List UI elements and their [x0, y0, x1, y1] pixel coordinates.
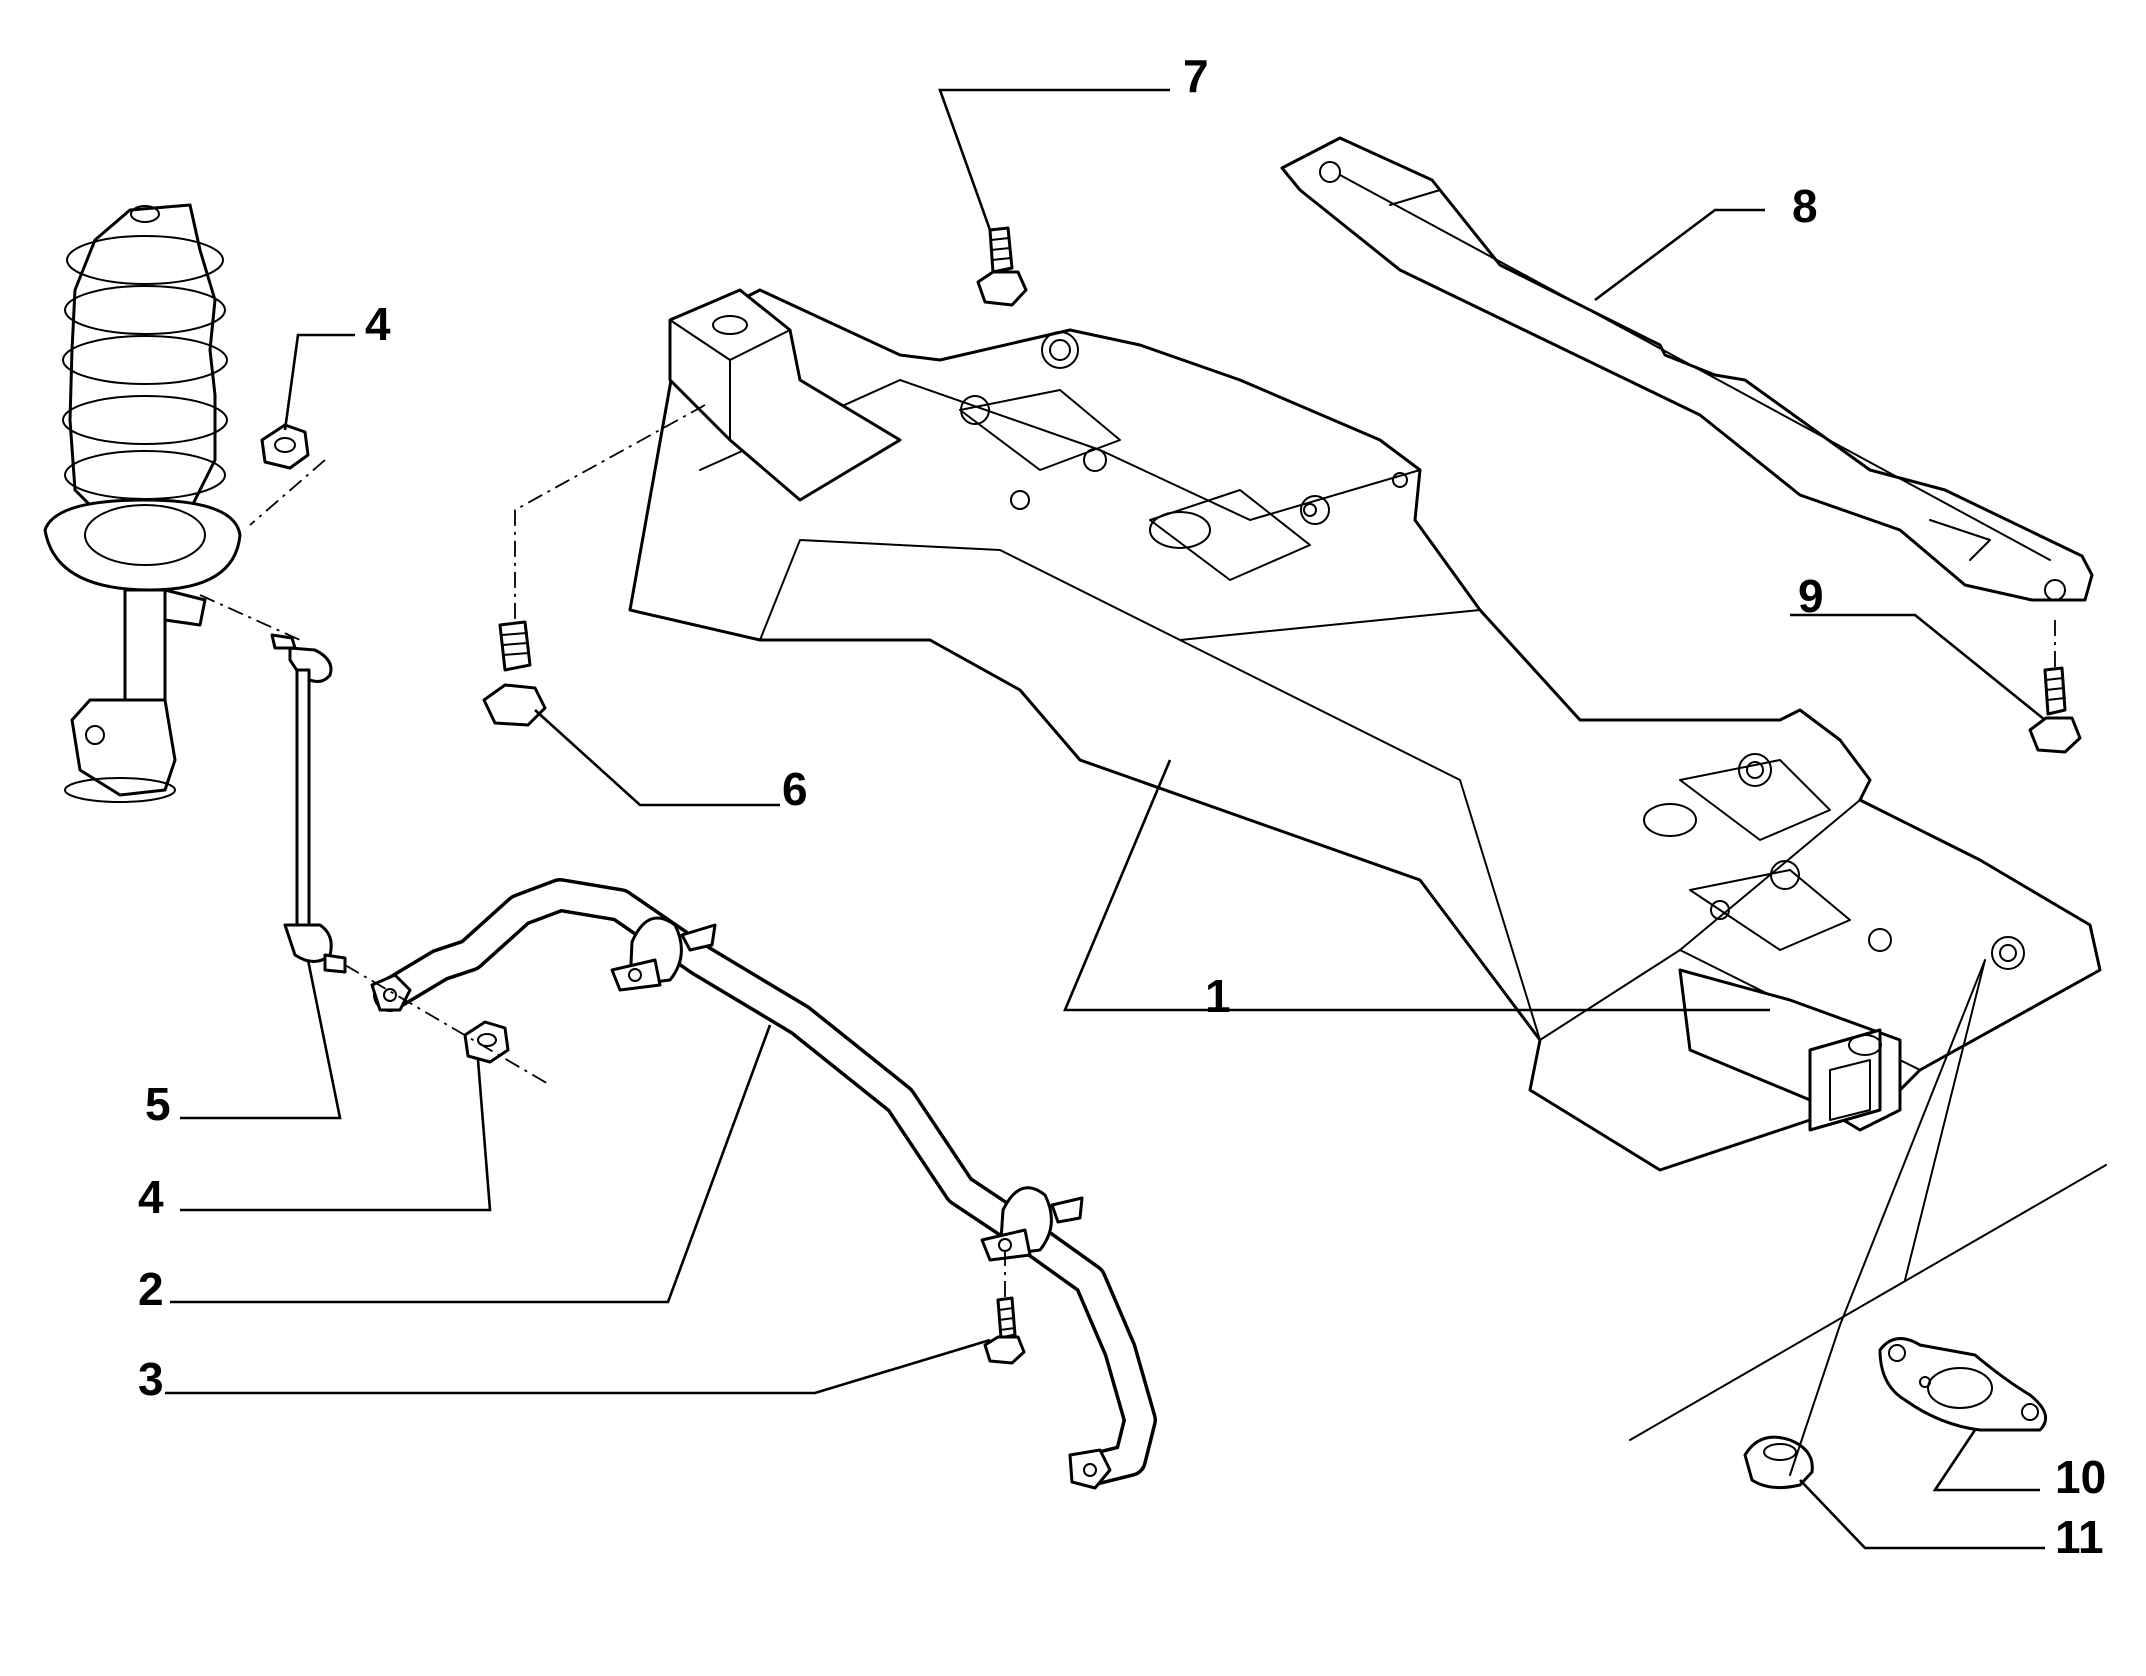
bolt-6 — [482, 620, 547, 727]
mounting-plate — [1878, 1337, 2048, 1432]
callout-10: 10 — [2055, 1451, 2106, 1503]
subframe-crossmember — [628, 288, 2102, 1172]
suspension-strut — [43, 203, 242, 803]
callout-3: 3 — [138, 1353, 164, 1405]
stabilizer-bar — [370, 878, 1157, 1490]
stabilizer-link — [270, 633, 347, 974]
callout-8: 8 — [1792, 180, 1818, 232]
callout-11: 11 — [2055, 1511, 2104, 1563]
bolt-3 — [983, 1296, 1026, 1365]
reinforcement-bracket — [1280, 136, 2094, 602]
bush-cap — [1743, 1435, 1814, 1490]
callout-6: 6 — [782, 763, 808, 815]
section-line — [1629, 1164, 2107, 1441]
callout-4-upper: 4 — [365, 298, 391, 350]
nut-upper — [260, 423, 310, 470]
callout-2: 2 — [138, 1263, 164, 1315]
callout-1: 1 — [1205, 970, 1231, 1022]
callout-4-lower: 4 — [138, 1171, 164, 1223]
bolt-7 — [976, 226, 1028, 307]
leader-lines — [165, 88, 2046, 1550]
callout-5: 5 — [145, 1078, 171, 1130]
callout-7: 7 — [1183, 50, 1209, 102]
alignment-lines — [199, 404, 2056, 1298]
nut-lower — [463, 1020, 510, 1064]
bolt-9 — [2028, 666, 2082, 754]
callout-9: 9 — [1798, 570, 1824, 622]
section-line — [1789, 959, 1986, 1476]
